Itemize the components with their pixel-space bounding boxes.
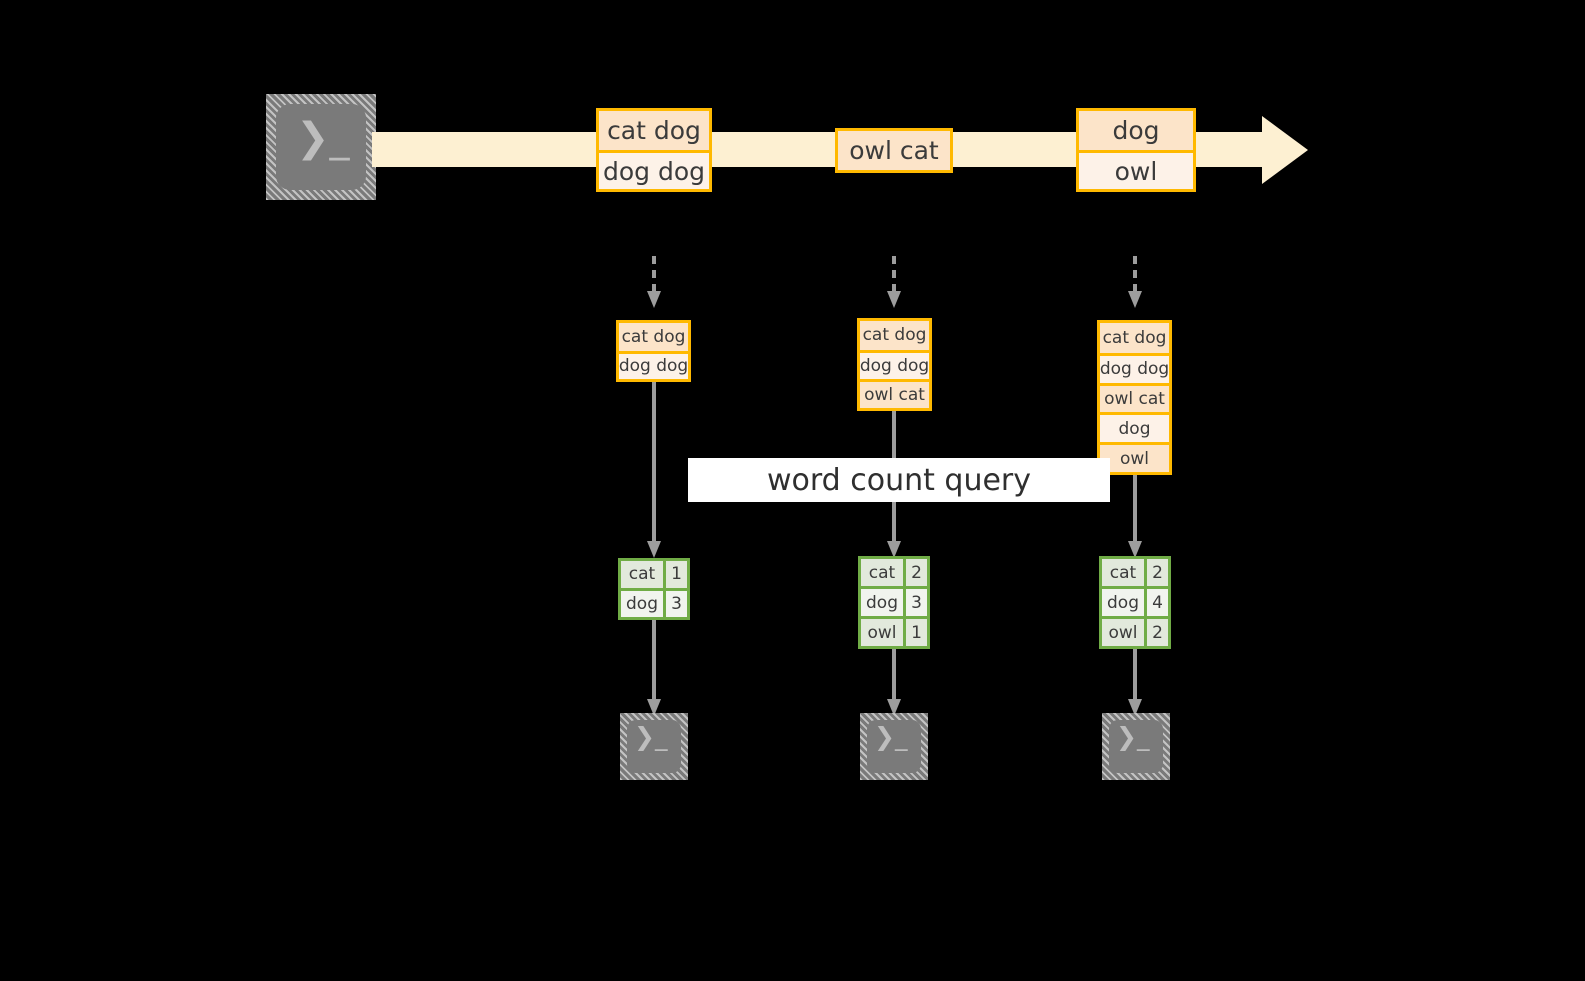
connector-line (892, 649, 896, 700)
output-arrow-1 (647, 620, 661, 716)
arrowhead (647, 541, 661, 558)
stream-tap-arrow-2 (887, 256, 901, 308)
input-record: owl (1100, 442, 1169, 473)
stream-record: owl (1079, 150, 1193, 189)
terminal-prompt-glyph: ❯_ (634, 722, 668, 751)
terminal-icon-consumer-3: ❯_ (1102, 713, 1170, 780)
input-records-column-3: cat dog dog dog owl cat dog owl (1097, 320, 1172, 475)
stream-record-group-2: owl cat (835, 128, 953, 173)
result-table-column-3: cat 2 dog 4 owl 2 (1099, 556, 1171, 649)
result-word: dog (1102, 589, 1144, 616)
result-count: 2 (903, 559, 927, 586)
terminal-icon-consumer-1: ❯_ (620, 713, 688, 780)
result-count: 3 (663, 590, 687, 617)
output-arrow-3 (1128, 649, 1142, 716)
terminal-prompt-glyph: ❯_ (1116, 722, 1150, 751)
connector-line (1133, 256, 1137, 292)
result-word: owl (861, 619, 903, 646)
result-word: dog (861, 589, 903, 616)
terminal-screen (276, 104, 366, 190)
connector-line (652, 256, 656, 292)
result-word: cat (1102, 559, 1144, 586)
connector-line (652, 382, 656, 542)
result-count: 3 (903, 589, 927, 616)
input-record: cat dog (1100, 323, 1169, 353)
result-row: owl 2 (1102, 616, 1168, 646)
input-record: dog dog (860, 349, 929, 379)
arrowhead (887, 291, 901, 308)
terminal-screen (867, 720, 921, 773)
stream-record: dog (1079, 111, 1193, 150)
arrowhead (647, 291, 661, 308)
terminal-screen (1109, 720, 1163, 773)
stream-arrow-head (1262, 116, 1308, 184)
connector-line (1133, 649, 1137, 700)
terminal-icon-consumer-2: ❯_ (860, 713, 928, 780)
input-records-column-2: cat dog dog dog owl cat (857, 318, 932, 411)
stream-record-group-3: dog owl (1076, 108, 1196, 192)
stream-record: cat dog (599, 111, 709, 150)
result-row: dog 3 (861, 586, 927, 616)
arrowhead (1128, 291, 1142, 308)
input-record: owl cat (860, 378, 929, 408)
stream-record-group-1: cat dog dog dog (596, 108, 712, 192)
result-row: dog 3 (621, 587, 687, 617)
connector-line (892, 256, 896, 292)
query-label: word count query (766, 462, 1032, 498)
query-label-band (688, 458, 1110, 502)
terminal-screen (627, 720, 681, 773)
stream-record: dog dog (599, 150, 709, 189)
result-word: owl (1102, 619, 1144, 646)
terminal-icon-producer: ❯_ (266, 94, 376, 200)
input-record: dog dog (619, 350, 688, 379)
result-row: cat 2 (1102, 559, 1168, 586)
result-count: 4 (1144, 589, 1168, 616)
input-record: dog dog (1100, 352, 1169, 383)
stream-tap-arrow-1 (647, 256, 661, 308)
result-word: cat (861, 559, 903, 586)
result-row: cat 1 (621, 561, 687, 588)
stream-tap-arrow-3 (1128, 256, 1142, 308)
query-arrow-3 (1128, 475, 1142, 558)
result-count: 2 (1144, 619, 1168, 646)
input-records-column-1: cat dog dog dog (616, 320, 691, 382)
result-row: dog 4 (1102, 586, 1168, 616)
result-row: cat 2 (861, 559, 927, 586)
input-record: cat dog (860, 321, 929, 350)
result-word: dog (621, 590, 663, 617)
result-row: owl 1 (861, 616, 927, 646)
input-record: dog (1100, 412, 1169, 443)
result-table-column-2: cat 2 dog 3 owl 1 (858, 556, 930, 649)
output-arrow-2 (887, 649, 901, 716)
input-record: cat dog (619, 323, 688, 351)
query-arrow-1 (647, 382, 661, 558)
connector-line (652, 620, 656, 700)
result-table-column-1: cat 1 dog 3 (618, 558, 690, 620)
result-count: 1 (903, 619, 927, 646)
result-count: 2 (1144, 559, 1168, 586)
input-record: owl cat (1100, 382, 1169, 413)
connector-line (1133, 475, 1137, 542)
result-count: 1 (663, 561, 687, 588)
terminal-prompt-glyph: ❯_ (874, 722, 908, 751)
stream-record: owl cat (838, 131, 950, 170)
result-word: cat (621, 561, 663, 588)
terminal-prompt-glyph: ❯_ (296, 115, 350, 161)
